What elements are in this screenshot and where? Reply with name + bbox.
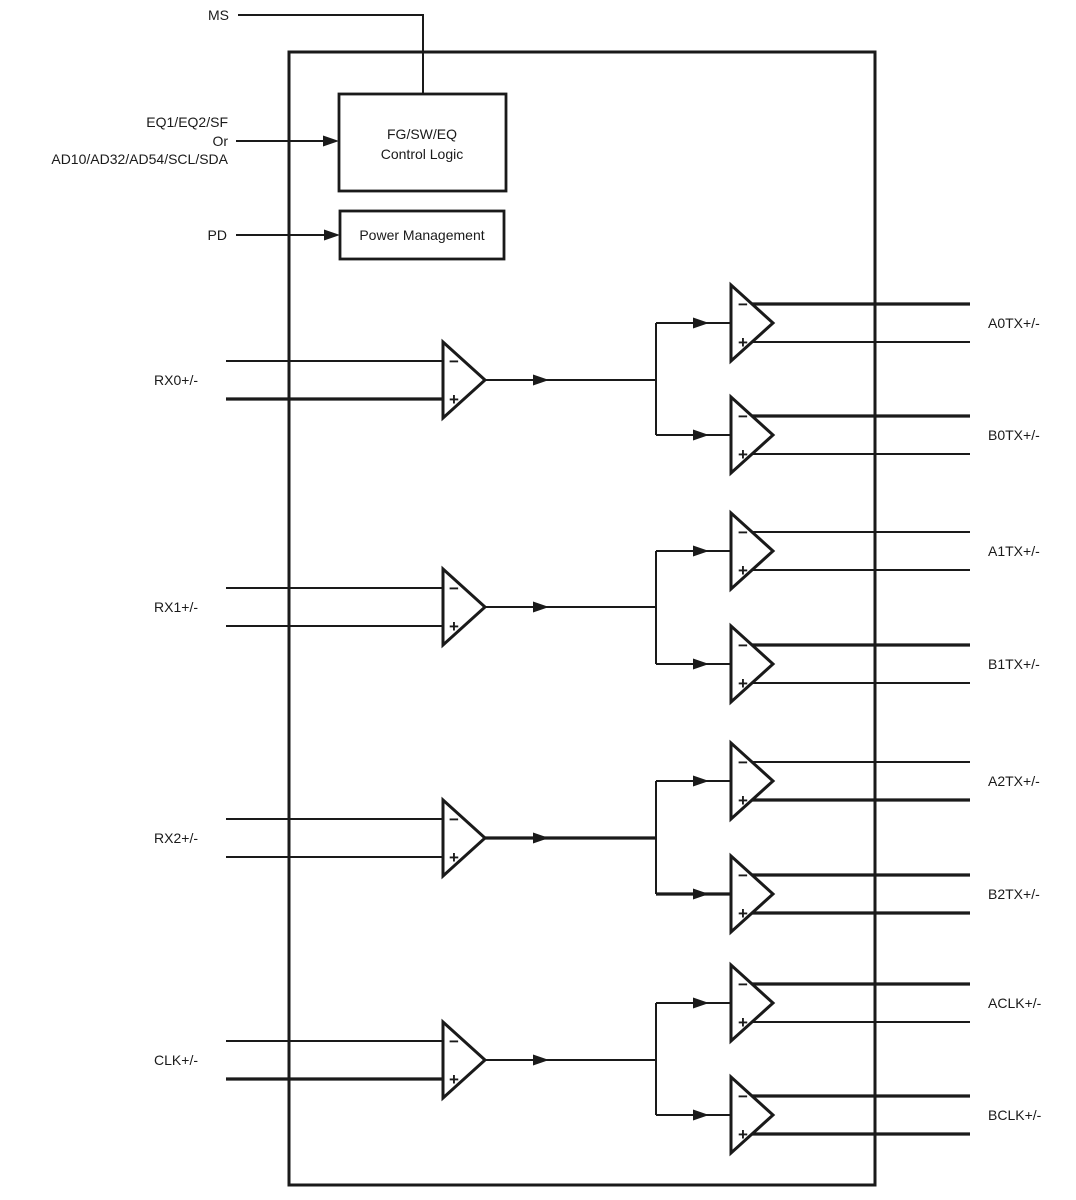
amp-plus-sign: +	[738, 561, 748, 580]
clk-branch-b-arrowhead	[693, 1109, 709, 1121]
channel-rx1: RX1+/- − + − + A1TX+/- − + B1TX+/-	[154, 509, 1040, 706]
a0-output-amp	[729, 281, 776, 365]
bclk-output-label: BCLK+/-	[988, 1107, 1042, 1123]
b2tx-output-label: B2TX+/-	[988, 886, 1040, 902]
amp-minus-sign: −	[449, 810, 459, 829]
amp-minus-sign: −	[738, 295, 748, 314]
power-management-label: Power Management	[359, 227, 484, 243]
ms-signal-line	[238, 14, 424, 94]
b1tx-output-label: B1TX+/-	[988, 656, 1040, 672]
pd-label: PD	[208, 227, 227, 243]
amp-plus-sign: +	[738, 333, 748, 352]
rx1-output-arrowhead	[533, 601, 549, 613]
amp-minus-sign: −	[738, 753, 748, 772]
aclk-output-label: ACLK+/-	[988, 995, 1042, 1011]
rx0-input-amp	[441, 338, 488, 422]
channel-rx2: RX2+/- − + − + A2TX+/- − + B2TX+/-	[154, 739, 1040, 936]
rx2-input-amp	[441, 796, 488, 880]
chip-boundary-box	[287, 50, 877, 1187]
a1tx-output-label: A1TX+/-	[988, 543, 1040, 559]
rx1-input-label: RX1+/-	[154, 599, 198, 615]
a1-output-amp	[729, 509, 776, 593]
control-logic-box	[337, 92, 508, 193]
a0tx-output-label: A0TX+/-	[988, 315, 1040, 331]
amp-plus-sign: +	[738, 904, 748, 923]
a2tx-output-label: A2TX+/-	[988, 773, 1040, 789]
amp-minus-sign: −	[738, 975, 748, 994]
aclk-output-amp	[729, 961, 776, 1045]
amp-minus-sign: −	[738, 523, 748, 542]
amp-minus-sign: −	[738, 866, 748, 885]
clk-branch-a-arrowhead	[693, 997, 709, 1009]
rx0-output-arrowhead	[533, 374, 549, 386]
rx2-input-label: RX2+/-	[154, 830, 198, 846]
pd-arrowhead	[324, 229, 340, 241]
channel-rx0: RX0+/- − + − + A0TX+/- − + B0TX+/-	[154, 281, 1040, 477]
channel-clk: CLK+/- − + − + ACLK+/- − + BCLK+/-	[154, 961, 1042, 1157]
rx1-branch-b-arrowhead	[693, 658, 709, 670]
bclk-output-amp	[729, 1073, 776, 1157]
rx2-branch-a-arrowhead	[693, 775, 709, 787]
eq-label-line2: Or	[212, 133, 228, 149]
rx2-branch-b-arrowhead	[693, 888, 709, 900]
rx0-input-label: RX0+/-	[154, 372, 198, 388]
amp-minus-sign: −	[738, 1087, 748, 1106]
clk-input-amp	[441, 1018, 488, 1102]
amp-plus-sign: +	[449, 1070, 459, 1089]
rx1-branch-a-arrowhead	[693, 545, 709, 557]
amp-minus-sign: −	[449, 352, 459, 371]
rx0-branch-b-arrowhead	[693, 429, 709, 441]
b1-output-amp	[729, 622, 776, 706]
clk-output-arrowhead	[533, 1054, 549, 1066]
amp-plus-sign: +	[738, 674, 748, 693]
b2-output-amp	[729, 852, 776, 936]
rx2-output-arrowhead	[533, 832, 549, 844]
amp-plus-sign: +	[738, 1013, 748, 1032]
b0tx-output-label: B0TX+/-	[988, 427, 1040, 443]
amp-minus-sign: −	[738, 636, 748, 655]
amp-minus-sign: −	[449, 579, 459, 598]
amp-plus-sign: +	[449, 390, 459, 409]
amp-plus-sign: +	[449, 848, 459, 867]
rx0-branch-a-arrowhead	[693, 317, 709, 329]
amp-minus-sign: −	[738, 407, 748, 426]
control-logic-label-line2: Control Logic	[381, 146, 464, 162]
amp-plus-sign: +	[738, 445, 748, 464]
power-management-box	[338, 209, 506, 261]
amp-plus-sign: +	[449, 617, 459, 636]
eq-label-line1: EQ1/EQ2/SF	[146, 114, 228, 130]
amp-plus-sign: +	[738, 1125, 748, 1144]
amp-minus-sign: −	[449, 1032, 459, 1051]
eq-arrowhead	[323, 135, 339, 147]
amp-plus-sign: +	[738, 791, 748, 810]
b0-output-amp	[729, 393, 776, 477]
clk-input-label: CLK+/-	[154, 1052, 198, 1068]
ms-label: MS	[208, 7, 229, 23]
eq-label-line3: AD10/AD32/AD54/SCL/SDA	[51, 151, 228, 167]
rx1-input-amp	[441, 565, 488, 649]
a2-output-amp	[729, 739, 776, 823]
control-logic-label-line1: FG/SW/EQ	[387, 126, 457, 142]
